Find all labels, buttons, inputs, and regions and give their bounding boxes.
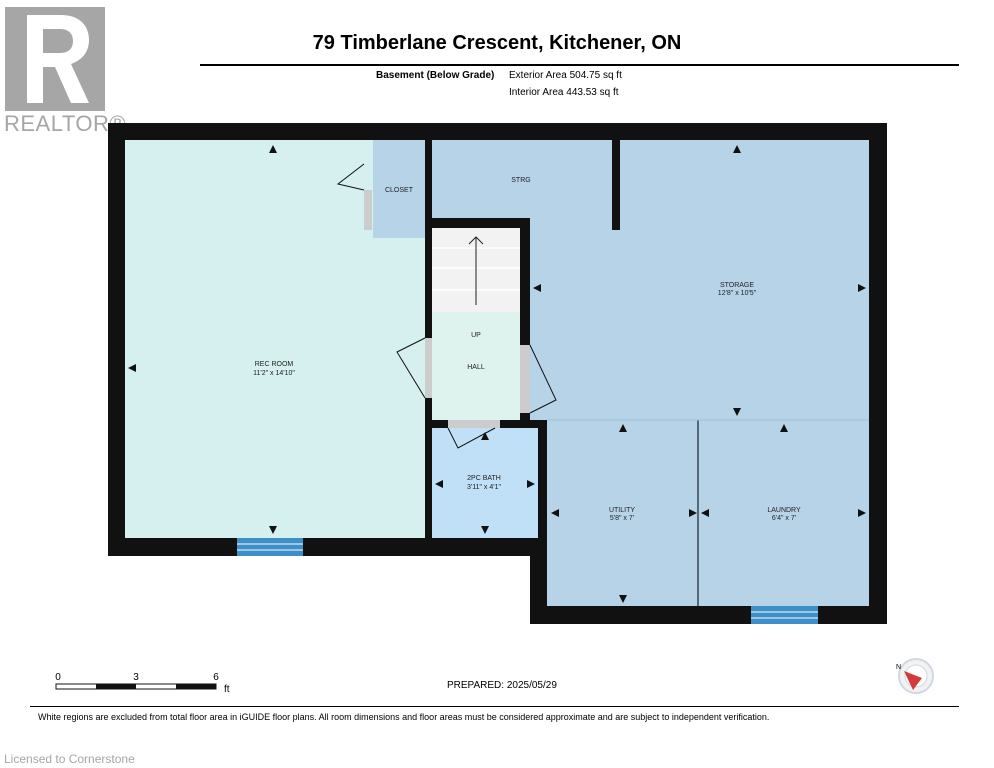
scale-unit: ft xyxy=(224,684,230,695)
realtor-logo xyxy=(5,7,105,111)
rec-room-name: REC ROOM xyxy=(255,361,294,368)
utility-name: UTILITY xyxy=(609,507,635,514)
laundry-window xyxy=(751,606,818,624)
exterior-area: Exterior Area 504.75 sq ft xyxy=(509,70,622,81)
rec-room-window xyxy=(237,538,303,556)
laundry-dims: 6'4" x 7' xyxy=(772,515,796,522)
footer-divider xyxy=(30,706,959,707)
license-text: Licensed to Cornerstone xyxy=(4,752,135,766)
scale-label-0: 0 xyxy=(55,672,61,683)
strg-bottom-wall xyxy=(432,218,530,228)
utility-dims: 5'8" x 7' xyxy=(610,515,634,522)
doors xyxy=(336,163,557,449)
storage-notch xyxy=(612,140,620,230)
strg-name: STRG xyxy=(511,177,530,184)
floor-name: Basement (Below Grade) xyxy=(376,70,495,81)
storage-area xyxy=(530,140,869,420)
interior-area: Interior Area 443.53 sq ft xyxy=(509,87,619,98)
compass-icon: N xyxy=(896,658,934,694)
disclaimer: White regions are excluded from total fl… xyxy=(38,712,770,722)
scale-label-6: 6 xyxy=(213,672,219,683)
utility-area xyxy=(547,420,697,606)
page-title: 79 Timberlane Crescent, Kitchener, ON xyxy=(312,32,682,54)
up-label: UP xyxy=(471,332,481,339)
scale-label-3: 3 xyxy=(133,672,139,683)
bath-area xyxy=(432,428,538,538)
storage-dims: 12'8" x 10'5" xyxy=(718,290,757,297)
storage-name: STORAGE xyxy=(720,282,754,289)
realtor-wordmark: REALTOR® xyxy=(4,111,127,136)
rec-room-dims: 11'2" x 14'10" xyxy=(253,370,295,377)
hall-name: HALL xyxy=(467,364,485,371)
stair-arrow xyxy=(468,236,484,305)
compass-north: N xyxy=(896,664,901,671)
prepared-date: PREPARED: 2025/05/29 xyxy=(447,680,557,691)
dimension-arrows xyxy=(128,145,866,603)
title-divider xyxy=(200,64,959,66)
bath-name: 2PC BATH xyxy=(467,475,501,482)
laundry-area xyxy=(699,420,869,606)
closet-area xyxy=(373,140,425,238)
closet-name: CLOSET xyxy=(385,187,414,194)
scale-bar: 0 3 6 ft xyxy=(55,672,230,695)
laundry-name: LAUNDRY xyxy=(767,507,801,514)
bath-dims: 3'11" x 4'1" xyxy=(467,484,501,491)
